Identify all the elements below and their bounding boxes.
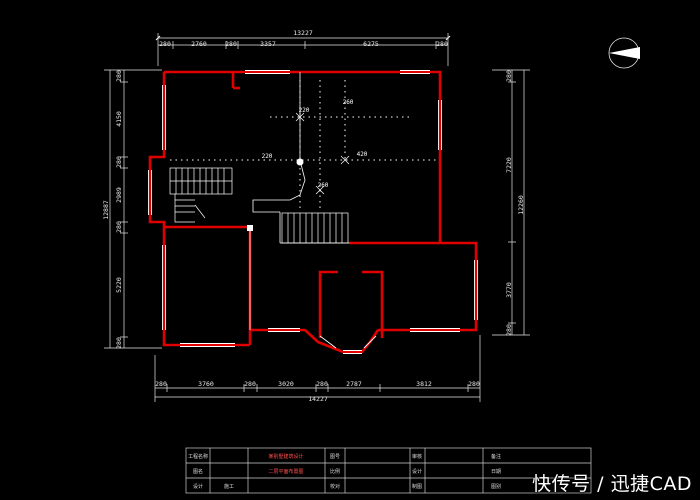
tb-r1-c4: 审核 [412,453,422,460]
top-dim-6: 280 [436,40,448,48]
bottom-dim-1: 280 [155,380,167,388]
tb-r2-c3: 比例 [330,468,340,475]
left-dim-2: 4150 [115,111,123,127]
bottom-dim-6: 2787 [346,380,362,388]
tb-r2-c1: 图名 [193,468,203,475]
bottom-dim-8: 280 [468,380,480,388]
windows [148,70,478,354]
room-label-3: 220 [262,153,273,160]
tb-r3-c2: 校对 [330,483,340,490]
tb-r2-c4: 设计 [412,468,422,475]
bottom-dim-2: 3760 [198,380,214,388]
tb-r1-c5: 备注 [491,453,501,460]
tb-r3-c1: 设计 [193,483,203,490]
top-dim-1: 280 [159,40,171,48]
tb-r1-c1: 工程名称 [188,453,208,460]
room-label-1: 220 [299,107,310,114]
top-dim-4: 3357 [260,40,276,48]
lighting-lines [170,80,438,210]
left-dimension-lines [104,69,162,349]
left-dim-5: 280 [115,221,123,233]
stairs-left [169,167,233,223]
tb-r1-c3: 图号 [330,454,340,460]
top-dim-3: 280 [225,40,237,48]
light-fixture-markers [295,112,350,195]
tb-r2-c5: 日期 [491,469,501,475]
bottom-dim-7: 3812 [416,380,432,388]
bottom-dim-3: 280 [244,380,256,388]
tb-r1-c2: 某别墅建筑设计 [268,453,303,460]
left-dim-3: 280 [115,156,123,168]
left-dim-4: 2989 [115,187,123,203]
top-dim-2: 2760 [191,40,207,48]
right-dim-4: 280 [505,324,513,336]
north-arrow-icon [608,37,640,69]
right-dim-3: 3770 [505,282,513,298]
right-dimension-lines [492,69,530,336]
bottom-total-dimension: 14227 [308,395,328,403]
ceiling-light-icon [296,158,304,166]
right-total-dimension: 12260 [517,195,525,215]
bottom-dim-4: 3020 [278,380,294,388]
tb-r3-c3: 制图 [412,483,422,490]
column-marker [247,225,253,231]
left-dim-6: 5220 [115,277,123,293]
tb-r2-c2: 二层平面布置图 [268,468,303,475]
left-total-dimension: 12887 [102,200,110,220]
tb-r3-c5: 施工 [224,483,234,490]
left-dim-1: 280 [115,70,123,82]
left-dim-7: 280 [115,337,123,349]
top-dim-5: 6275 [363,40,379,48]
right-dim-1: 280 [505,70,513,82]
room-label-4: 420 [357,151,368,158]
stairs-center [281,212,349,244]
bottom-dimension-lines [154,335,481,402]
title-block-frame [185,447,592,494]
exterior-walls [148,70,478,354]
top-total-dimension: 13227 [293,29,313,37]
room-label-2: 260 [343,99,354,106]
room-label-5: 260 [318,182,329,189]
watermark-text: 快传号 / 迅捷CAD [532,473,692,495]
top-dimension-lines [155,33,451,66]
right-dim-2: 7220 [505,157,513,173]
tb-r3-c4: 图别 [491,483,501,490]
bottom-dim-5: 280 [316,380,328,388]
